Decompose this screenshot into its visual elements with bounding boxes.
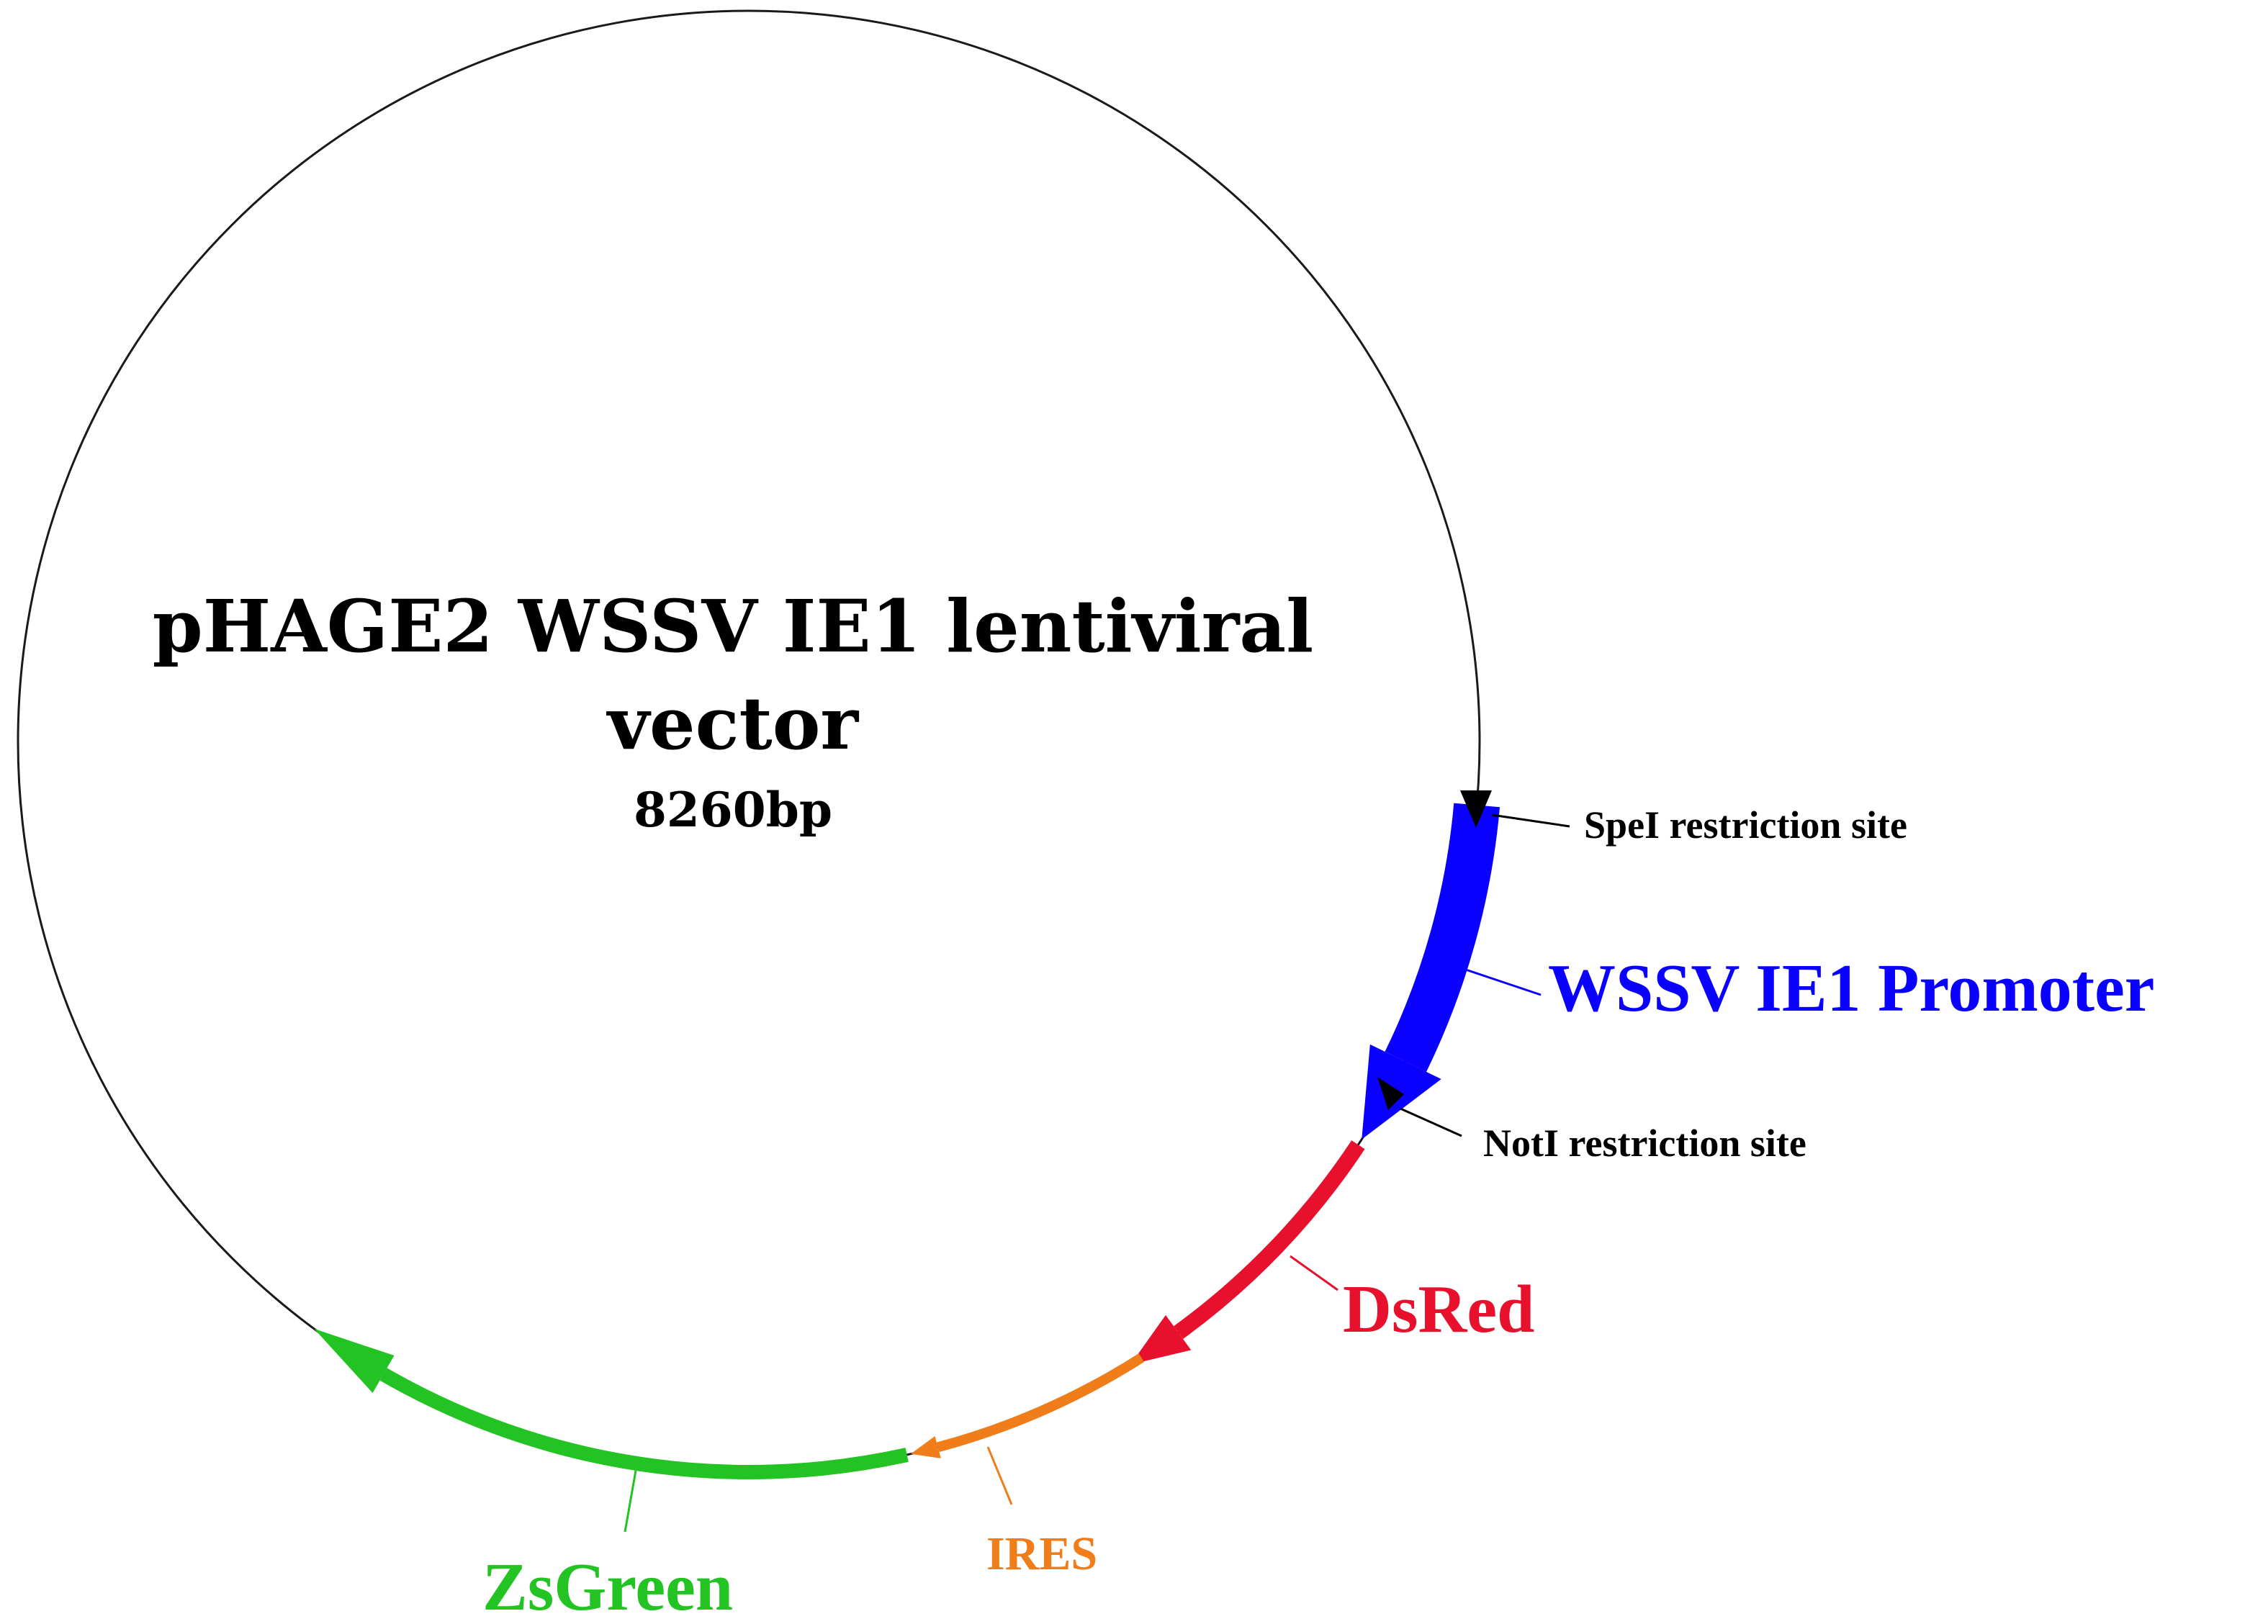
vector-size-label: 8260bp — [634, 782, 832, 838]
vector-title-line1: pHAGE2 WSSV IE1 lentiviral — [153, 584, 1313, 669]
dsred-label: DsRed — [1343, 1272, 1534, 1347]
promoter-leader-line — [1461, 967, 1542, 996]
ires-feature-arc — [936, 1353, 1145, 1453]
promoter-arrowhead — [1362, 1044, 1441, 1140]
zsgreen-leader-line — [624, 1470, 637, 1533]
spe1-leader-line — [1491, 813, 1570, 828]
dsred-feature-arc — [1174, 1140, 1365, 1340]
spe1-site-label: SpeI restriction site — [1584, 803, 1907, 847]
ires-leader-line — [986, 1446, 1013, 1505]
zsgreen-feature-arc — [379, 1368, 909, 1479]
zsgreen-arrowhead — [314, 1328, 395, 1393]
promoter-label: WSSV IE1 Promoter — [1548, 951, 2155, 1026]
not1-site-marker — [1377, 1077, 1404, 1110]
dsred-leader-line — [1290, 1255, 1338, 1291]
not1-site-label: NotI restriction site — [1483, 1122, 1806, 1165]
vector-title-line2: vector — [606, 681, 860, 766]
spe1-site-marker — [1460, 790, 1492, 828]
zsgreen-label: ZsGreen — [482, 1550, 733, 1624]
promoter-feature-arc — [1385, 803, 1500, 1072]
not1-leader-line — [1400, 1107, 1462, 1137]
dsred-arrowhead — [1130, 1314, 1192, 1365]
ires-label: IRES — [986, 1528, 1097, 1580]
ires-arrowhead — [910, 1435, 941, 1458]
